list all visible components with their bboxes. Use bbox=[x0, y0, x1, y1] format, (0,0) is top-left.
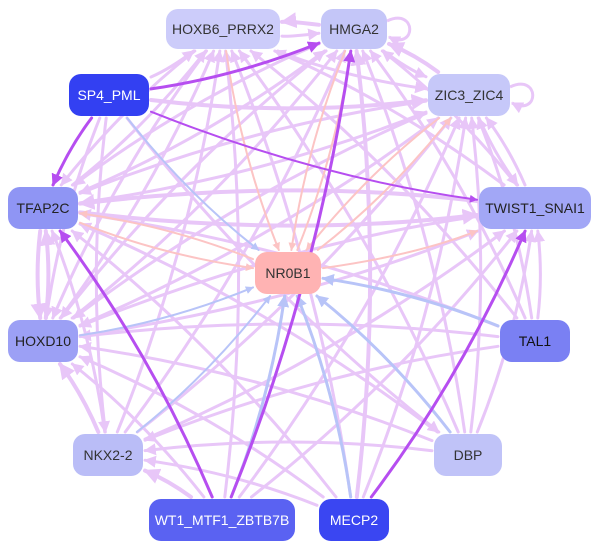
edge-dbp-to-zic3_zic4 bbox=[466, 116, 483, 434]
edge-tfap2c-to-hoxb6_prrx2 bbox=[70, 49, 208, 187]
edge-hoxb6_prrx2-to-hmga2 bbox=[280, 28, 321, 41]
node-hoxd10[interactable]: HOXD10 bbox=[8, 320, 78, 362]
node-tfap2c[interactable]: TFAP2C bbox=[8, 187, 78, 229]
edge-nkx2-2-to-nr0b1 bbox=[135, 295, 272, 433]
edge-sp4_pml-to-hmga2 bbox=[149, 41, 321, 91]
edge-sp4_pml-to-nr0b1 bbox=[126, 117, 260, 251]
self-loop-zic3_zic4 bbox=[509, 82, 535, 114]
edge-hoxd10-to-zic3_zic4 bbox=[78, 116, 440, 327]
node-box bbox=[166, 9, 280, 49]
node-box bbox=[479, 187, 591, 229]
edge-nkx2-2-to-tfap2c bbox=[50, 229, 107, 434]
edge-dbp-to-hoxd10 bbox=[78, 341, 434, 443]
edge-tfap2c-to-hoxd10 bbox=[30, 229, 47, 320]
node-box bbox=[73, 434, 143, 476]
edge-wt1_mtf1_zbtb7b-to-nkx2-2 bbox=[143, 468, 193, 499]
edge-zic3_zic4-to-hmga2 bbox=[387, 41, 441, 74]
node-dbp[interactable]: DBP bbox=[434, 434, 502, 476]
edge-nkx2-2-to-hmga2 bbox=[123, 49, 347, 434]
edge-tal1-to-nr0b1 bbox=[321, 273, 500, 328]
edge-zic3_zic4-to-twist1_snai1 bbox=[477, 116, 520, 187]
node-zic3_zic4[interactable]: ZIC3_ZIC4 bbox=[428, 74, 510, 116]
edge-tal1-to-nkx2-2 bbox=[143, 344, 500, 442]
edge-mecp2-to-hoxd10 bbox=[78, 355, 325, 499]
edge-dbp-to-nkx2-2 bbox=[143, 440, 434, 456]
edge-dbp-to-tfap2c bbox=[78, 222, 439, 434]
edge-nkx2-2-to-hoxd10 bbox=[58, 362, 101, 434]
edge-nr0b1-to-zic3_zic4 bbox=[316, 117, 452, 251]
edge-mecp2-to-nkx2-2 bbox=[143, 455, 319, 507]
node-mecp2[interactable]: MECP2 bbox=[319, 499, 389, 541]
node-sp4_pml[interactable]: SP4_PML bbox=[69, 74, 149, 116]
edge-zic3_zic4-to-hoxd10 bbox=[72, 111, 428, 320]
node-wt1_mtf1_zbtb7b[interactable]: WT1_MTF1_ZBTB7B bbox=[149, 499, 295, 541]
edge-hmga2-to-tfap2c bbox=[72, 42, 321, 187]
node-box bbox=[149, 499, 295, 541]
edge-twist1_snai1-to-hoxb6_prrx2 bbox=[273, 49, 506, 187]
edge-dbp-to-hmga2 bbox=[361, 49, 467, 434]
node-hmga2[interactable]: HMGA2 bbox=[321, 9, 387, 49]
node-box bbox=[255, 252, 321, 294]
node-nr0b1[interactable]: NR0B1 bbox=[255, 252, 321, 294]
edge-sp4_pml-to-tfap2c bbox=[51, 116, 94, 187]
edge-tal1-to-twist1_snai1 bbox=[533, 229, 546, 320]
edge-hmga2-to-zic3_zic4 bbox=[382, 49, 428, 79]
edge-tfap2c-to-zic3_zic4 bbox=[78, 110, 428, 205]
edge-tfap2c-to-hmga2 bbox=[78, 49, 327, 194]
edge-tfap2c-to-twist1_snai1 bbox=[78, 208, 479, 228]
node-box bbox=[69, 74, 149, 116]
node-box bbox=[321, 9, 387, 49]
edge-hoxd10-to-nr0b1 bbox=[79, 286, 254, 337]
node-hoxb6_prrx2[interactable]: HOXB6_PRRX2 bbox=[166, 9, 280, 49]
self-loop-hmga2 bbox=[386, 16, 412, 48]
edge-mecp2-to-tfap2c bbox=[70, 229, 338, 499]
edge-wt1_mtf1_zbtb7b-to-tfap2c bbox=[58, 229, 214, 499]
edge-hoxb6_prrx2-to-nr0b1 bbox=[225, 50, 280, 251]
edge-mecp2-to-zic3_zic4 bbox=[361, 116, 470, 499]
edge-hoxd10-to-hoxb6_prrx2 bbox=[58, 49, 216, 320]
edge-hmga2-to-hoxb6_prrx2 bbox=[280, 12, 321, 29]
edge-nkx2-2-to-twist1_snai1 bbox=[143, 229, 506, 441]
node-box bbox=[500, 320, 570, 362]
edge-mecp2-to-nr0b1 bbox=[295, 294, 353, 499]
edge-tal1-to-hoxd10 bbox=[78, 322, 500, 342]
edge-twist1_snai1-to-zic3_zic4 bbox=[484, 116, 527, 187]
edge-tfap2c-to-nr0b1 bbox=[79, 221, 254, 272]
edge-nr0b1-to-twist1_snai1 bbox=[322, 229, 478, 270]
node-box bbox=[434, 434, 502, 476]
edge-wt1_mtf1_zbtb7b-to-twist1_snai1 bbox=[249, 229, 519, 499]
edge-dbp-to-hoxb6_prrx2 bbox=[237, 49, 460, 434]
edge-wt1_mtf1_zbtb7b-to-zic3_zic4 bbox=[237, 116, 461, 499]
node-twist1_snai1[interactable]: TWIST1_SNAI1 bbox=[479, 187, 591, 229]
edge-hoxd10-to-tfap2c bbox=[39, 229, 56, 320]
edge-dbp-to-nr0b1 bbox=[315, 294, 452, 434]
edge-zic3_zic4-to-nr0b1 bbox=[305, 117, 441, 251]
edge-twist1_snai1-to-tfap2c bbox=[78, 188, 479, 210]
node-box bbox=[428, 74, 510, 116]
node-box bbox=[319, 499, 389, 541]
edge-wt1_mtf1_zbtb7b-to-hoxd10 bbox=[70, 362, 206, 499]
node-nkx2-2[interactable]: NKX2-2 bbox=[73, 434, 143, 476]
node-box bbox=[8, 187, 78, 229]
edge-hmga2-to-nr0b1 bbox=[288, 50, 347, 251]
node-box bbox=[8, 320, 78, 362]
edge-layer bbox=[30, 12, 546, 507]
edge-nr0b1-to-tfap2c bbox=[79, 210, 254, 261]
edge-mecp2-to-twist1_snai1 bbox=[369, 229, 527, 499]
node-tal1[interactable]: TAL1 bbox=[500, 320, 570, 362]
edge-sp4_pml-to-twist1_snai1 bbox=[150, 110, 478, 203]
